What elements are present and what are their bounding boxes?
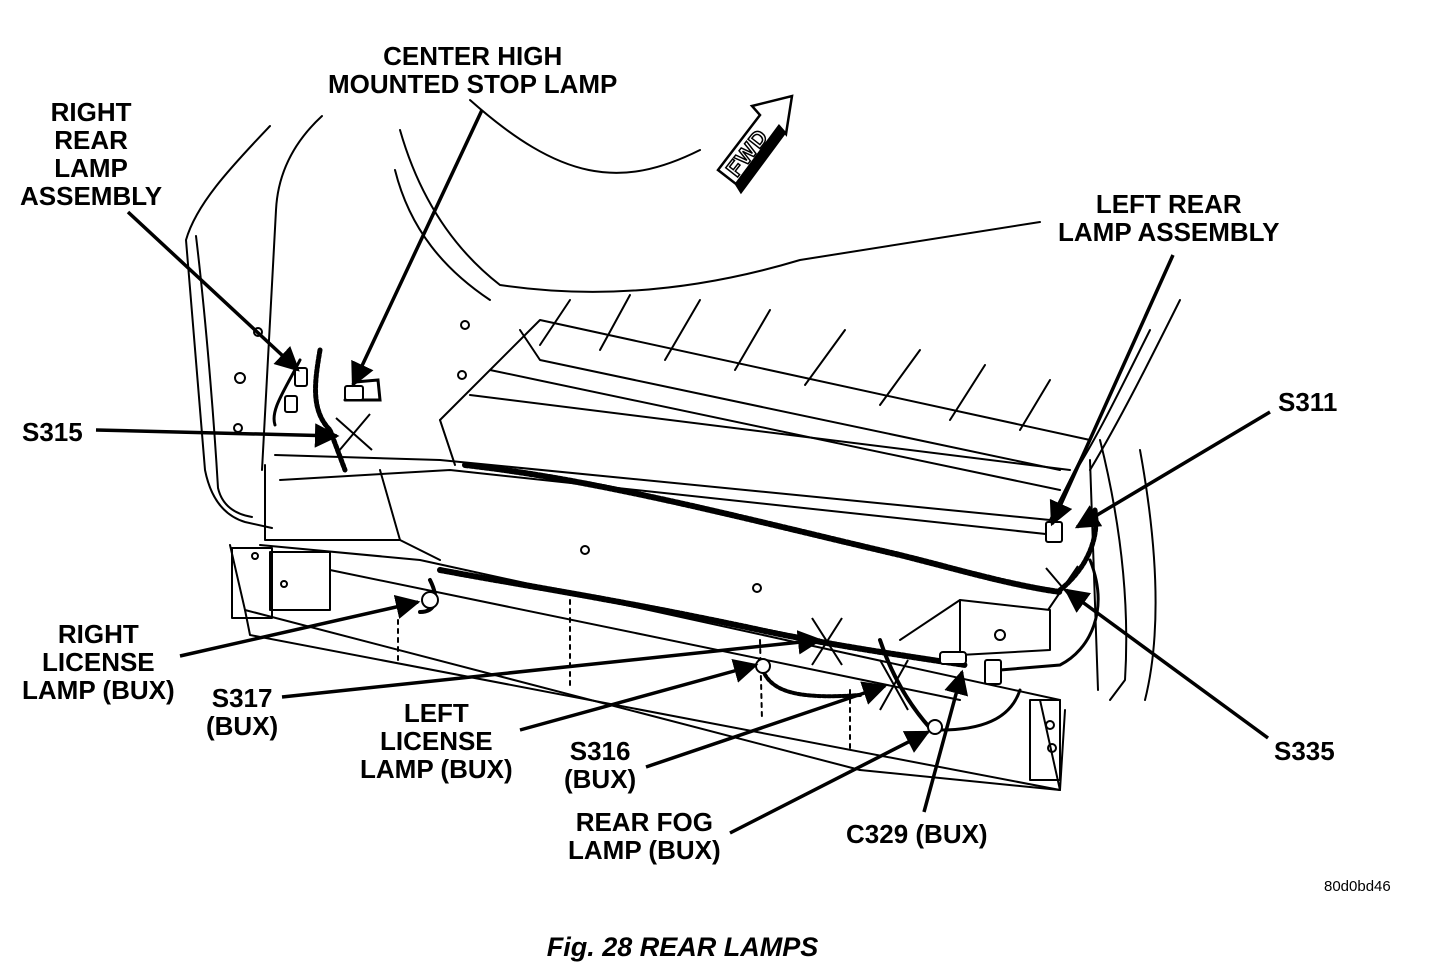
figure-code: 80d0bd46 — [1324, 878, 1391, 895]
label-line: LICENSE — [41, 647, 155, 677]
label-line: C329 (BUX) — [846, 819, 988, 849]
label-line: MOUNTED STOP LAMP — [328, 69, 618, 99]
label-s335: S335 — [1274, 737, 1335, 765]
label-line: RIGHT — [50, 97, 132, 127]
fwd-arrow-icon — [716, 94, 794, 195]
label-line: LEFT — [403, 698, 469, 728]
vehicle-body-outline — [185, 99, 1181, 791]
label-line: S317 — [211, 683, 273, 713]
label-line: LAMP (BUX) — [22, 675, 175, 705]
label-line: (BUX) — [564, 764, 637, 794]
label-line: LAMP (BUX) — [360, 754, 513, 784]
label-line: S335 — [1274, 736, 1335, 766]
leader-arrows — [95, 109, 1271, 835]
label-line: REAR — [54, 125, 128, 155]
label-line: LAMP ASSEMBLY — [1058, 217, 1280, 247]
splice-markers — [335, 413, 1081, 711]
label-s317: S317(BUX) — [206, 684, 278, 740]
label-line: LAMP (BUX) — [568, 835, 721, 865]
label-s316: S316(BUX) — [564, 737, 636, 793]
label-s311: S311 — [1278, 388, 1337, 416]
label-line: S316 — [569, 736, 631, 766]
label-line: REAR FOG — [575, 807, 713, 837]
label-line: LAMP — [54, 153, 128, 183]
figure-caption: Fig. 28 REAR LAMPS — [546, 932, 819, 962]
label-line: (BUX) — [206, 711, 279, 741]
label-c329: C329 (BUX) — [846, 820, 988, 848]
label-line: S311 — [1278, 387, 1338, 417]
label-line: S315 — [22, 417, 83, 447]
label-line: LICENSE — [379, 726, 493, 756]
label-line: CENTER HIGH — [383, 41, 563, 71]
connectors — [284, 367, 1063, 735]
label-line: RIGHT — [57, 619, 139, 649]
label-line: LEFT REAR — [1095, 189, 1242, 219]
label-line: ASSEMBLY — [20, 181, 163, 211]
label-s315: S315 — [22, 418, 83, 446]
